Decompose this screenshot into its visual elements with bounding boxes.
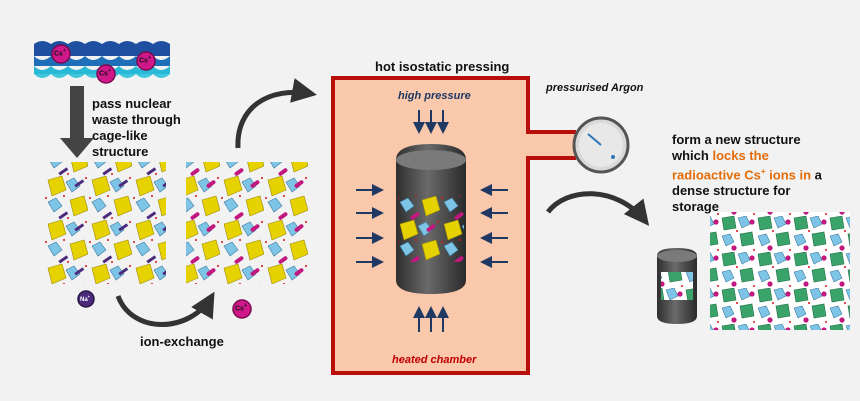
curved-arrow-ion-exchange-icon (115, 291, 215, 327)
ion-exchange-label: ion-exchange (140, 334, 224, 349)
cs-ion-icon (96, 64, 116, 84)
pass-waste-label: pass nuclear waste through cage-like str… (92, 96, 181, 160)
cs-label: Cs (99, 70, 108, 78)
cs-ion-icon (232, 299, 252, 319)
new-structure-line3: radioactive Cs+ ions in a (672, 164, 822, 183)
pass-waste-line: pass nuclear (92, 96, 172, 111)
pass-waste-line: waste through (92, 112, 181, 127)
new-structure-line2: which locks the (672, 148, 822, 164)
cs-label: Cs (54, 50, 63, 58)
line2-highlight: locks the (712, 148, 769, 163)
small-canister (657, 248, 697, 324)
dense-structure (710, 212, 850, 330)
line3-hl-pre: radioactive Cs (672, 167, 761, 183)
cage-structure-cs (186, 162, 308, 284)
hot-isostatic-pressing-label: hot isostatic pressing (375, 59, 510, 74)
cs-ion-icon (136, 51, 156, 71)
argon-pipe (520, 130, 576, 160)
new-structure-line1: form a new structure (672, 132, 801, 147)
cs-sup: + (62, 48, 66, 54)
na-sup: + (87, 294, 91, 299)
line3-sup: + (760, 167, 766, 176)
cs-sup: + (107, 68, 111, 74)
down-arrow-icon (60, 86, 94, 158)
na-ion-label: Na+ (80, 294, 90, 303)
cs-ion-label: Cs+ (139, 55, 151, 64)
new-structure-label: form a new structure which locks the rad… (672, 132, 822, 215)
cs-ion-label: Cs+ (99, 68, 111, 77)
high-pressure-label: high pressure (398, 90, 471, 102)
curved-arrow-to-result-icon (546, 191, 650, 226)
cs-ion-icon (51, 44, 71, 64)
cage-structure-na (44, 162, 166, 284)
new-structure-line4: dense structure for (672, 183, 791, 199)
na-label: Na (80, 297, 88, 303)
line3-hl-post: ions in (765, 167, 812, 183)
line3-post: a (811, 167, 822, 183)
canister (396, 144, 466, 294)
line2-pre: which (672, 148, 713, 163)
pressurised-argon-label: pressurised Argon (546, 82, 644, 94)
na-ion-icon (77, 290, 95, 308)
cs-label: Cs (139, 57, 148, 65)
pressure-arrows (356, 110, 508, 332)
cs-sup: + (243, 303, 247, 309)
cs-ion-label: Cs+ (54, 48, 66, 57)
cs-label: Cs (235, 305, 244, 313)
curved-arrow-to-chamber-icon (235, 78, 317, 149)
pressure-gauge-icon (572, 116, 630, 174)
heated-chamber-label: heated chamber (392, 354, 477, 366)
new-structure-line5: storage (672, 199, 719, 215)
cs-ion-label: Cs+ (235, 303, 247, 312)
pass-waste-line: cage-like (92, 128, 148, 143)
pass-waste-line: structure (92, 144, 149, 159)
cs-sup: + (147, 55, 151, 61)
